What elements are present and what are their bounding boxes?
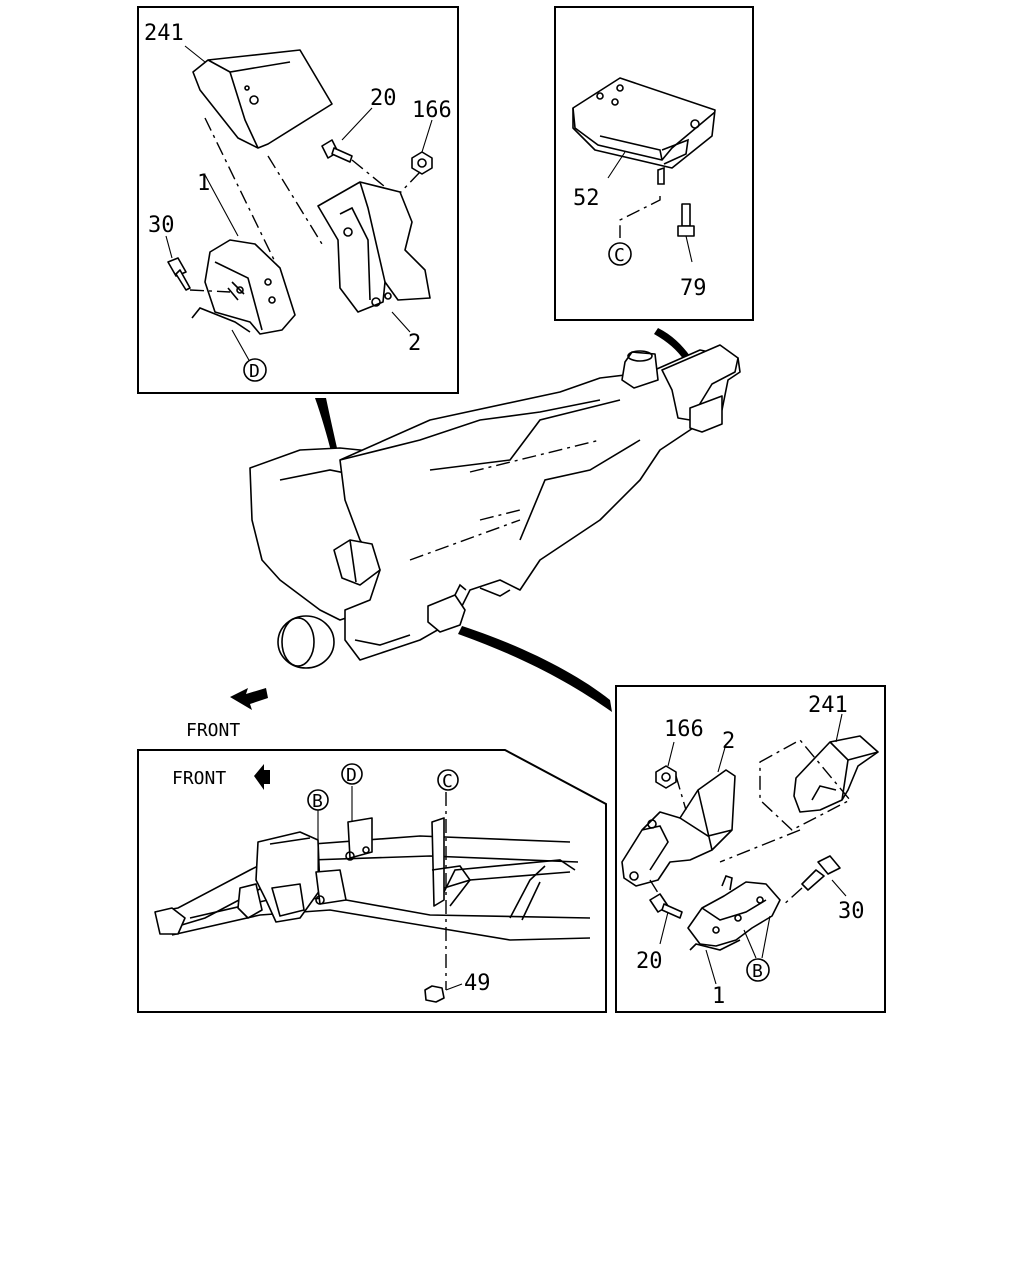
inset-bottom-right: 241 166 2 30 (615, 685, 886, 1013)
ref-circle-d (243, 358, 267, 382)
ref-d: D (346, 765, 357, 786)
inset-top-left: 241 20 166 2 (137, 6, 459, 394)
label-1: 1 (197, 171, 210, 196)
part-1-mount (191, 239, 296, 335)
part-52-crossmember-mount (572, 77, 716, 185)
inset-bottom-left: FRONT B D (137, 749, 607, 1013)
part-241-cover (192, 49, 333, 149)
ref-b: B (752, 961, 763, 982)
ref-b: B (312, 791, 323, 812)
ref-c: C (614, 245, 625, 266)
part-20-bolt (321, 139, 353, 163)
label-166: 166 (664, 717, 704, 742)
ref-circle-b (746, 958, 770, 982)
pointer-arrow-bottom-right (458, 626, 612, 712)
part-166-nut (411, 151, 433, 175)
inset-top-right: 52 C 79 (554, 6, 754, 321)
part-2-bracket (621, 769, 736, 887)
label-1: 1 (712, 984, 725, 1009)
front-label-main: FRONT (186, 720, 240, 741)
part-30-bolt (167, 257, 191, 291)
part-30-bolt (801, 855, 841, 891)
transmission-assembly (249, 344, 741, 669)
pointer-arrow-top-right (654, 328, 690, 360)
label-2: 2 (408, 331, 421, 356)
ref-circle-c (437, 769, 459, 791)
ref-circle-c (608, 242, 632, 266)
part-49-nut (424, 985, 445, 1003)
front-arrow-inset (254, 764, 270, 790)
ref-circle-d (341, 763, 363, 785)
part-241-cover (793, 735, 879, 813)
label-30: 30 (838, 899, 865, 924)
label-79: 79 (680, 276, 707, 301)
front-arrow-main (230, 688, 268, 710)
label-52: 52 (573, 186, 600, 211)
part-20-bolt (649, 893, 683, 919)
label-30: 30 (148, 213, 175, 238)
label-241: 241 (144, 21, 184, 46)
label-20: 20 (370, 86, 397, 111)
inset-frame (554, 6, 754, 321)
part-2-bracket (317, 181, 431, 313)
inset-frame (615, 685, 886, 1013)
ref-c: C (442, 771, 453, 792)
part-1-mount (687, 875, 781, 951)
ref-d: D (249, 361, 260, 382)
label-20: 20 (636, 949, 663, 974)
label-49: 49 (464, 971, 491, 996)
ref-circle-b (307, 789, 329, 811)
inset-frame (137, 6, 459, 394)
front-label-inset: FRONT (172, 768, 226, 789)
part-166-nut (655, 765, 677, 789)
part-79-bolt (677, 203, 695, 237)
label-166: 166 (412, 98, 452, 123)
label-241: 241 (808, 693, 848, 718)
inset-frame (137, 749, 607, 1013)
label-2: 2 (722, 729, 735, 754)
